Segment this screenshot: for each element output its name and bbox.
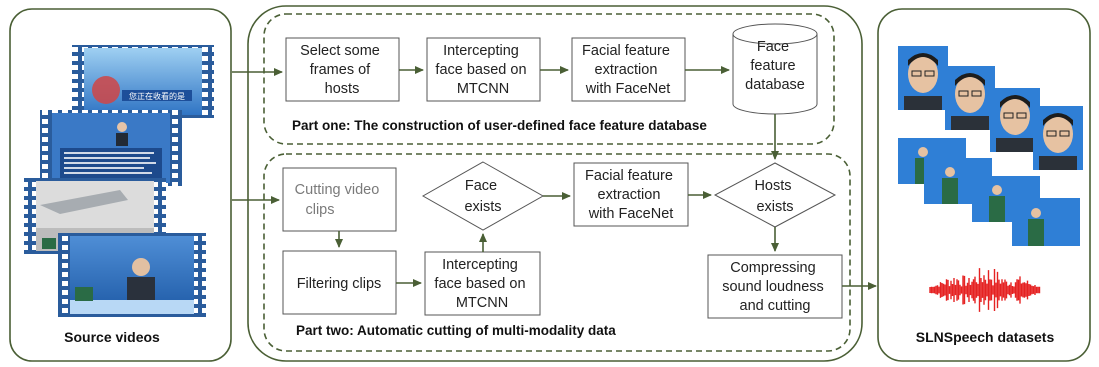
hosts-exists-diamond	[713, 162, 837, 228]
filtering-clips-box	[282, 250, 397, 315]
select-frames-label: Select some frames of hosts	[300, 43, 384, 97]
intercept-face-box-2	[424, 251, 541, 316]
feature-extraction-label-1: Facial feature extraction with FaceNet	[582, 43, 674, 97]
filtering-clips-label: Filtering clips	[297, 276, 382, 292]
intercept-face-label-1: Intercepting face based on MTCNN	[435, 43, 530, 97]
processing-panel-border	[247, 5, 863, 362]
part-two-region: Cutting video clips Filtering clips Inte…	[263, 153, 851, 352]
audio-waveform	[929, 268, 1041, 312]
intercept-face-box-1	[426, 37, 541, 102]
part-two-border	[263, 153, 851, 352]
output-caption: SLNSpeech datasets	[916, 329, 1055, 345]
feature-extraction-label-2: Facial feature extraction with FaceNet	[585, 168, 677, 222]
source-videos-caption: Source videos	[64, 329, 160, 345]
video-frame-4	[58, 233, 206, 317]
sign-clip-4	[1012, 198, 1080, 246]
source-panel-border	[9, 8, 232, 362]
cutting-clips-label: Cutting video clips	[295, 182, 384, 218]
feature-extraction-box-2	[573, 162, 689, 227]
video-frame-2	[40, 110, 182, 186]
hosts-exists-label: Hosts exists	[754, 178, 795, 215]
face-crop-2	[945, 66, 995, 130]
part-one-region: Select some frames of hosts Intercepting…	[263, 13, 835, 145]
feature-extraction-box-1	[571, 37, 686, 102]
face-crop-1	[898, 46, 948, 110]
intercept-face-label-2: Intercepting face based on MTCNN	[434, 257, 529, 311]
output-panel-border	[877, 8, 1091, 362]
output-panel: SLNSpeech datasets	[877, 8, 1091, 362]
video-frame-1: 您正在收看的是	[72, 45, 214, 118]
source-videos-panel: 您正在收看的是	[9, 8, 232, 362]
face-crop-4	[1033, 106, 1083, 170]
frame-overlay-text: 您正在收看的是	[129, 91, 185, 101]
part-two-label: Part two: Automatic cutting of multi-mod…	[296, 323, 616, 338]
part-one-border	[263, 13, 835, 145]
face-feature-database: Face feature database	[732, 23, 818, 115]
face-crops	[898, 46, 1083, 170]
sign-language-clips	[898, 138, 1080, 246]
face-crop-3	[990, 88, 1040, 152]
database-label: Face feature database	[745, 39, 805, 93]
part-one-label: Part one: The construction of user-defin…	[292, 118, 707, 133]
cutting-clips-box	[282, 167, 397, 232]
compress-label: Compressing sound loudness and cutting	[722, 260, 828, 314]
face-exists-diamond	[421, 161, 545, 231]
flow-arrows	[232, 66, 877, 290]
face-exists-label: Face exists	[464, 178, 501, 215]
compress-box	[707, 254, 843, 319]
